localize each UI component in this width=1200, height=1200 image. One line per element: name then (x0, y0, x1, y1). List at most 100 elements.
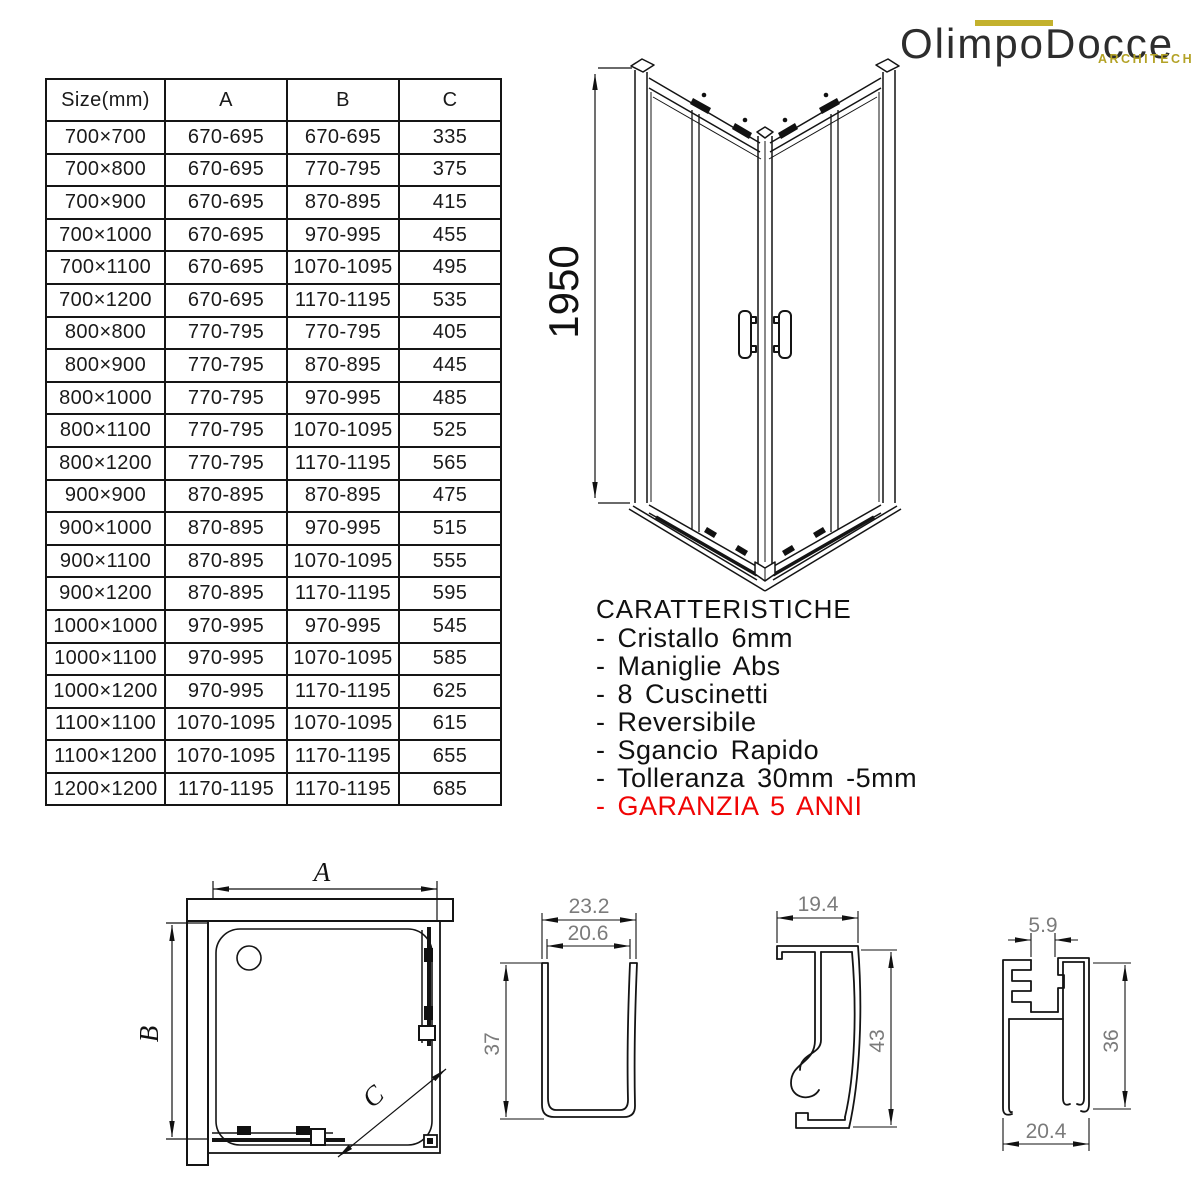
cell-c: 545 (398, 608, 502, 644)
header-a: A (164, 78, 288, 122)
cell-b: 870-895 (286, 478, 400, 514)
header-size: Size(mm) (45, 78, 166, 122)
wall-profile-height-label: 36 (1100, 1029, 1123, 1052)
door-frame-height-label: 43 (866, 1029, 889, 1052)
header-b: B (286, 78, 400, 122)
cell-size: 700×800 (45, 152, 166, 188)
u-channel-inner-width-label: 20.6 (568, 922, 609, 945)
height-dimension-label: 1950 (540, 245, 587, 338)
cell-a: 870-895 (164, 543, 288, 579)
table-row: 1000×1000 970-995 970-995 545 (45, 608, 502, 644)
cell-size: 800×1000 (45, 380, 166, 416)
cell-c: 475 (398, 478, 502, 514)
plan-walls (186, 898, 454, 1166)
cell-c: 445 (398, 348, 502, 383)
height-dimension (592, 67, 632, 504)
cell-a: 970-995 (164, 608, 288, 644)
cell-a: 670-695 (164, 282, 288, 318)
cell-size: 800×1200 (45, 445, 166, 481)
table-header-row: Size(mm) A B C (45, 78, 502, 122)
cell-b: 1070-1095 (286, 543, 400, 579)
cell-size: 700×700 (45, 120, 166, 155)
table-row: 900×1000 870-895 970-995 515 (45, 511, 502, 546)
u-channel-dimensions (500, 913, 637, 1120)
cell-c: 415 (398, 185, 502, 220)
cell-size: 800×1100 (45, 413, 166, 448)
cell-c: 615 (398, 706, 502, 742)
cell-b: 970-995 (286, 608, 400, 644)
u-channel-profile-diagram: 23.2 20.6 37 (481, 895, 638, 1120)
cell-c: 655 (398, 739, 502, 774)
cell-size: 900×1100 (45, 543, 166, 579)
cell-size: 1000×1100 (45, 641, 166, 677)
table-row: 800×1100 770-795 1070-1095 525 (45, 413, 502, 448)
cell-size: 700×1200 (45, 282, 166, 318)
cell-c: 555 (398, 543, 502, 579)
cell-b: 1170-1195 (286, 771, 400, 807)
table-row: 900×1100 870-895 1070-1095 555 (45, 543, 502, 579)
cell-b: 1070-1095 (286, 641, 400, 677)
cell-size: 700×1100 (45, 250, 166, 285)
cell-a: 670-695 (164, 250, 288, 285)
u-channel-shape (541, 962, 638, 1118)
table-row: 700×1100 670-695 1070-1095 495 (45, 250, 502, 285)
plan-tray (207, 920, 441, 1154)
cell-c: 455 (398, 217, 502, 253)
brand-tagline: ARCHITECH (1098, 52, 1195, 66)
cell-a: 770-795 (164, 413, 288, 448)
feature-item: - Maniglie Abs (596, 651, 781, 681)
plan-door-tracks (212, 927, 438, 1148)
roller-brackets-bottom (704, 527, 826, 556)
table-row: 700×1200 670-695 1170-1195 535 (45, 282, 502, 318)
features-title: CARATTERISTICHE (596, 594, 852, 624)
table-row: 700×900 670-695 870-895 415 (45, 185, 502, 220)
cell-a: 870-895 (164, 576, 288, 611)
cell-b: 1170-1195 (286, 739, 400, 774)
table-row: 700×1000 670-695 970-995 455 (45, 217, 502, 253)
cell-c: 585 (398, 641, 502, 677)
cell-c: 375 (398, 152, 502, 188)
cell-b: 670-695 (286, 120, 400, 155)
cell-c: 525 (398, 413, 502, 448)
plan-dimensions (166, 881, 447, 1158)
table-row: 800×1000 770-795 970-995 485 (45, 380, 502, 416)
cell-size: 900×1000 (45, 511, 166, 546)
cell-c: 625 (398, 674, 502, 709)
door-frame-profile-diagram: 19.4 43 (776, 893, 897, 1129)
cell-c: 495 (398, 250, 502, 285)
logo-accent-bar (975, 20, 1053, 26)
cell-a: 770-795 (164, 380, 288, 416)
cell-a: 770-795 (164, 445, 288, 481)
feature-item: - Sgancio Rapido (596, 735, 820, 765)
cell-c: 685 (398, 771, 502, 807)
table-row: 700×700 670-695 670-695 335 (45, 120, 502, 155)
cell-a: 970-995 (164, 674, 288, 709)
brand-logo: OlimpoDocce ARCHITECH (900, 8, 1192, 70)
table-row: 1100×1100 1070-1095 1070-1095 615 (45, 706, 502, 742)
table-row: 900×1200 870-895 1170-1195 595 (45, 576, 502, 611)
drain-circle (236, 945, 262, 971)
cell-size: 700×1000 (45, 217, 166, 253)
door-frame-width-label: 19.4 (798, 893, 839, 916)
cell-b: 1170-1195 (286, 674, 400, 709)
feature-item: - 8 Cuscinetti (596, 679, 769, 709)
table-row: 800×800 770-795 770-795 405 (45, 315, 502, 351)
cell-a: 670-695 (164, 120, 288, 155)
cell-b: 870-895 (286, 348, 400, 383)
cell-size: 900×1200 (45, 576, 166, 611)
cell-size: 1200×1200 (45, 771, 166, 807)
table-row: 1000×1200 970-995 1170-1195 625 (45, 674, 502, 709)
cell-b: 770-795 (286, 152, 400, 188)
cell-size: 900×900 (45, 478, 166, 514)
door-frame-shape (776, 945, 862, 1129)
cell-b: 1170-1195 (286, 445, 400, 481)
size-table: Size(mm) A B C 700×700 670-695 670-695 3… (45, 78, 502, 807)
brand-name: OlimpoDocce (900, 20, 1175, 67)
plan-diagonal-label: C (356, 1078, 390, 1113)
cell-size: 700×900 (45, 185, 166, 220)
shower-3d-diagram: 1950 (540, 58, 902, 592)
cell-c: 535 (398, 282, 502, 318)
cell-b: 770-795 (286, 315, 400, 351)
cell-size: 800×800 (45, 315, 166, 351)
